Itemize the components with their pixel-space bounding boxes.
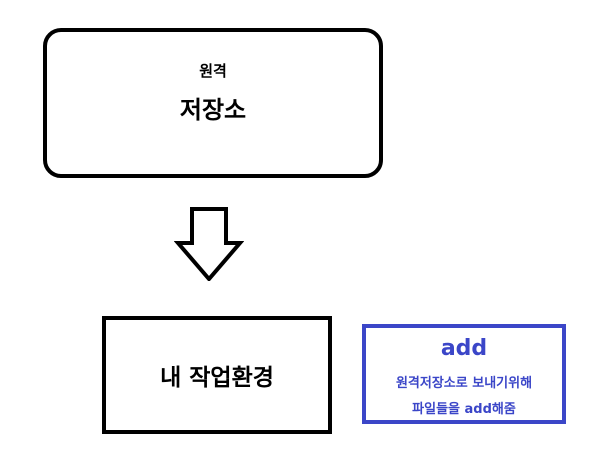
add-note-box: add 원격저장소로 보내기위해 파일들을 add해줌 — [362, 324, 566, 424]
add-note-description-line-2: 파일들을 add해줌 — [412, 402, 516, 417]
local-workspace-label: 내 작업환경 — [160, 365, 274, 391]
add-note-title: add — [440, 336, 488, 361]
remote-repository-large-label: 저장소 — [179, 96, 247, 124]
remote-repository-small-label: 원격 — [199, 62, 227, 80]
remote-repository-box: 원격 저장소 — [43, 28, 383, 178]
down-arrow-icon — [174, 207, 244, 281]
add-note-description-line-1: 원격저장소로 보내기위해 — [395, 376, 533, 391]
local-workspace-box: 내 작업환경 — [102, 316, 332, 434]
